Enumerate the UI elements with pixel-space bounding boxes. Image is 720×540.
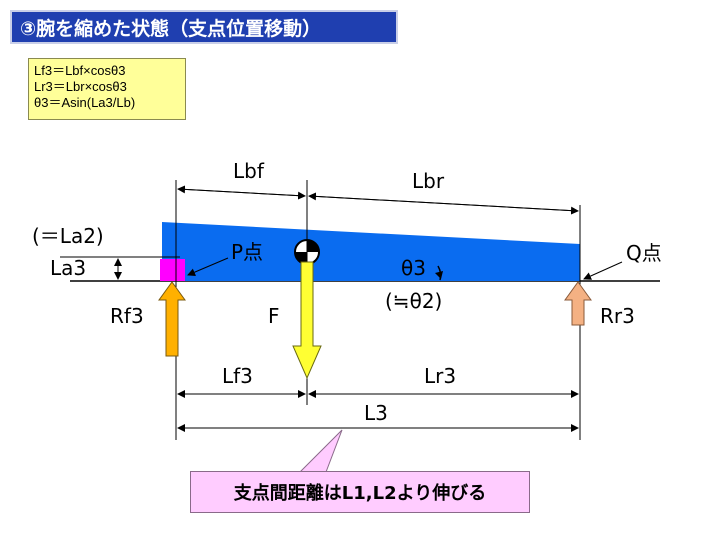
theta-approx-label: (≒θ2) [385, 289, 442, 313]
force-f-label: F [268, 304, 280, 328]
force-f-arrow [292, 261, 322, 380]
beam [162, 222, 580, 281]
p-point-leader [187, 257, 229, 276]
note-callout: 支点間距離はL1,L2より伸びる [190, 471, 530, 513]
formula-line: θ3＝Asin(La3/Lb) [34, 95, 136, 110]
theta3-label: θ3 [401, 256, 426, 280]
note-callout-pointer [298, 429, 343, 473]
formula-line: Lr3＝Lbr×cosθ3 [34, 79, 127, 94]
angle-arrowhead [435, 271, 443, 279]
rr3-arrow [564, 281, 592, 326]
lbr-label: Lbr [412, 169, 445, 193]
lbr-dimension [308, 192, 579, 212]
lbf-label: Lbf [233, 159, 265, 183]
lf3-label: Lf3 [222, 364, 253, 388]
page-title: ③腕を縮めた状態（支点位置移動） [10, 10, 398, 44]
lbf-dimension [177, 185, 306, 197]
q-point-label: Q点 [626, 241, 662, 265]
rf3-arrow [158, 281, 186, 357]
pivot-marker [160, 259, 185, 281]
p-point-label: P点 [231, 240, 263, 264]
la3-label: La3 [50, 256, 86, 280]
la2-label: (＝La2) [32, 224, 104, 248]
l3-label: L3 [364, 401, 388, 425]
q-point-leader [583, 261, 623, 280]
formula-line: Lf3＝Lbf×cosθ3 [34, 63, 126, 78]
formula-box: Lf3＝Lbf×cosθ3 Lr3＝Lbr×cosθ3 θ3＝Asin(La3/… [28, 58, 186, 120]
lr3-label: Lr3 [424, 364, 456, 388]
rf3-label: Rf3 [110, 304, 144, 328]
rr3-label: Rr3 [600, 304, 635, 328]
